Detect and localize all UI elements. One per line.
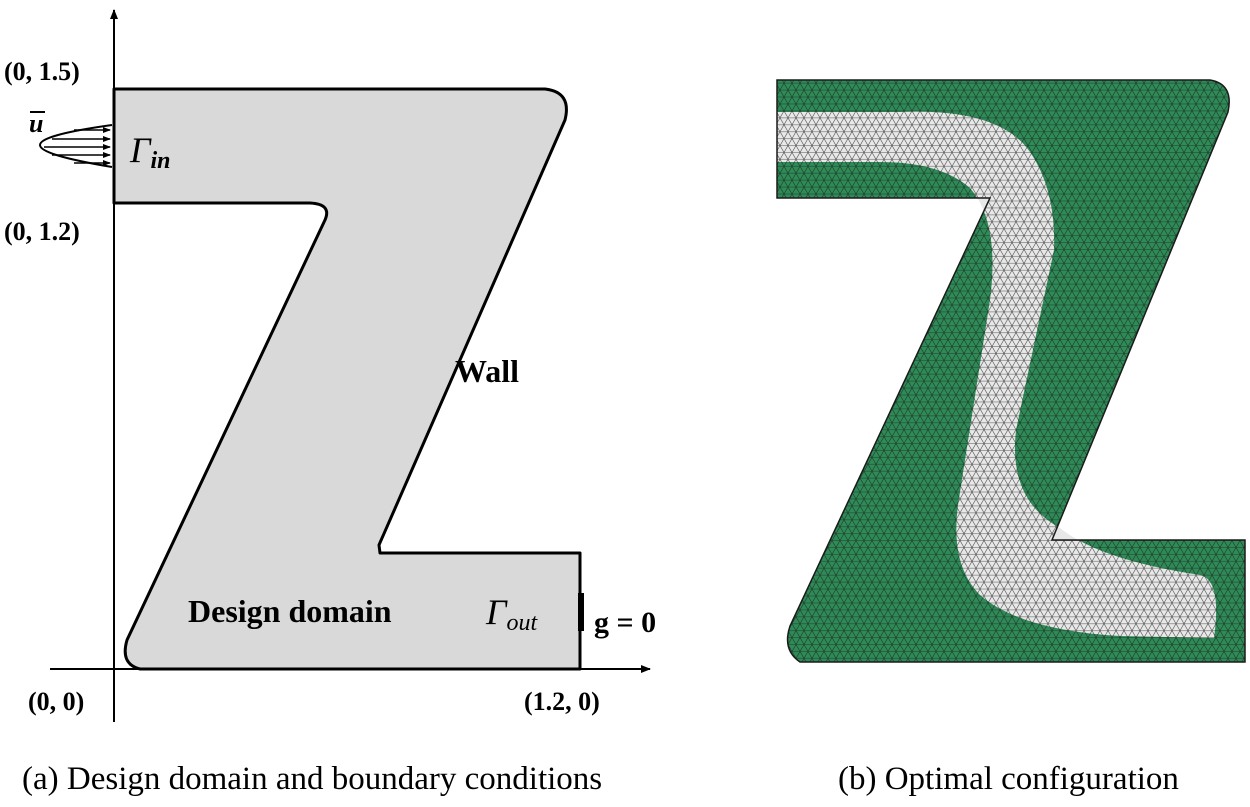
label-inlet-boundary: Γin — [129, 130, 171, 174]
optimal-outline — [776, 79, 1246, 663]
design-domain-shape — [112, 87, 582, 671]
label-top-left: (0, 1.5) — [4, 57, 80, 86]
inlet-velocity-profile — [38, 124, 113, 168]
caption-b: (b) Optimal configuration — [838, 761, 1179, 797]
label-velocity: u — [29, 109, 43, 138]
label-bottom-right: (1.2, 0) — [524, 687, 600, 716]
label-wall: Wall — [455, 353, 519, 389]
label-design-domain: Design domain — [188, 593, 392, 629]
outlet-condition-bar — [578, 593, 584, 631]
panel-a: (0, 1.5) (0, 1.2) (0, 0) (1.2, 0) u Γin … — [4, 9, 656, 722]
label-outlet-boundary: Γout — [485, 592, 538, 636]
label-outlet-condition: g = 0 — [594, 606, 656, 639]
label-inlet-lower: (0, 1.2) — [4, 217, 80, 246]
mesh-overlay — [777, 80, 1245, 662]
caption-a: (a) Design domain and boundary condition… — [22, 761, 602, 797]
panel-b — [776, 79, 1246, 663]
label-origin: (0, 0) — [28, 687, 84, 716]
